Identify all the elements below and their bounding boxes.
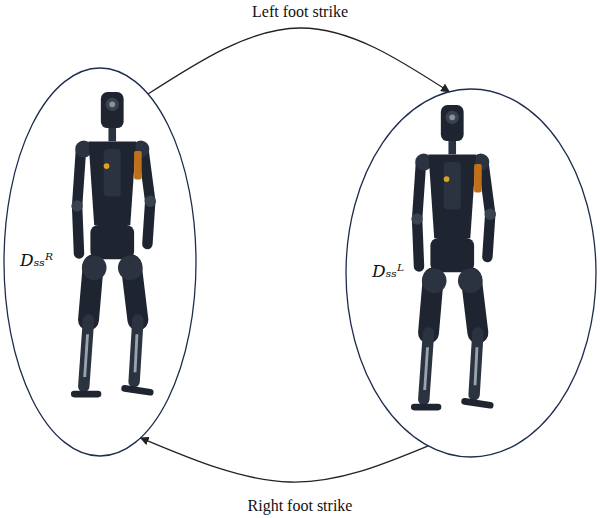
state-ellipse: Dₛₛᴿ (3, 67, 197, 457)
ellipse-border (346, 89, 596, 457)
transition-label: Right foot strike (245, 496, 356, 515)
state-label: Dₛₛᴸ (372, 261, 404, 281)
state-label: Dₛₛᴿ (20, 250, 53, 270)
transition-arrow (141, 438, 429, 482)
state-ellipse: Dₛₛᴸ (345, 88, 597, 458)
transition-arrow (148, 28, 449, 94)
robot-right (411, 105, 496, 407)
ellipse-border (4, 68, 196, 456)
robot-left (71, 92, 156, 394)
transition-label: Left foot strike (249, 2, 351, 21)
